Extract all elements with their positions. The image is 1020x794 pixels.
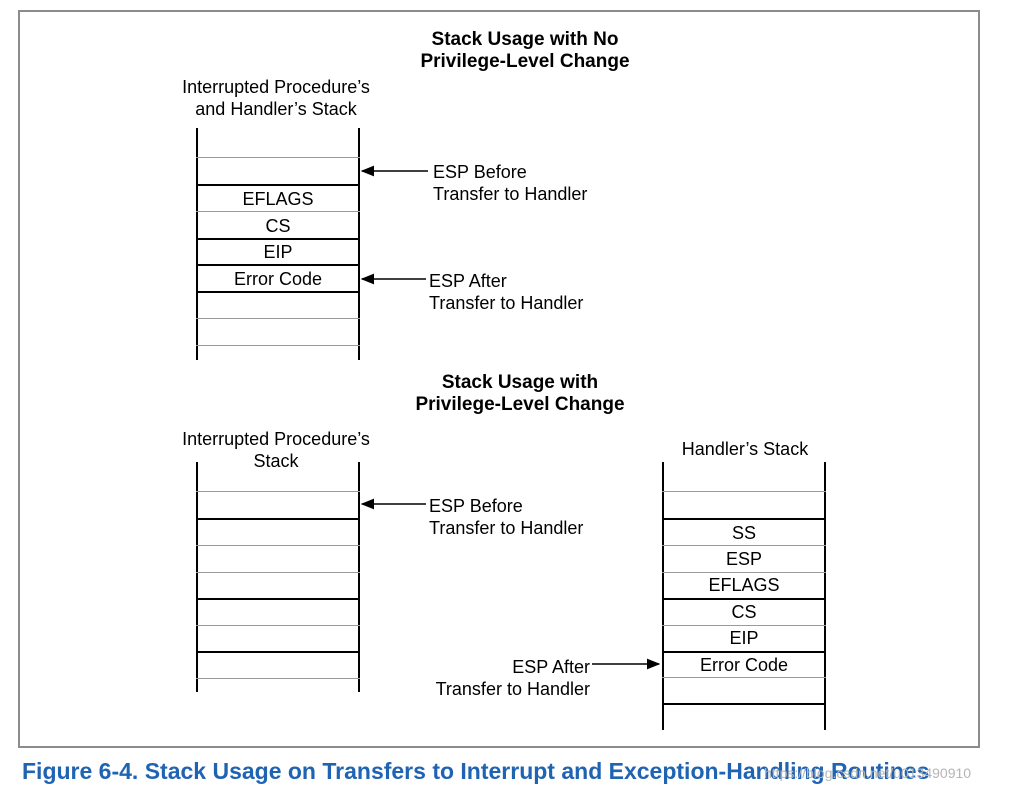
stack-entry-esp: ESP	[725, 549, 763, 569]
stack-rail-left	[196, 128, 198, 360]
stack-divider	[662, 625, 826, 626]
section-title-no-change: Stack Usage with No Privilege-Level Chan…	[380, 29, 670, 73]
stack-divider	[662, 518, 826, 520]
annotation-line: ESP After	[429, 271, 507, 291]
stack-divider	[196, 184, 360, 186]
stack-divider	[662, 677, 826, 678]
stack-divider	[662, 651, 826, 653]
section-title-with-change: Stack Usage with Privilege-Level Change	[375, 372, 665, 416]
stack-divider	[196, 572, 360, 573]
annotation-line: Transfer to Handler	[435, 679, 590, 699]
stack-header-no-change: Interrupted Procedure’s and Handler’s St…	[150, 76, 402, 120]
stack-divider	[196, 598, 360, 600]
stack-divider	[196, 545, 360, 546]
stack-divider	[662, 491, 826, 492]
stack-entry-eflags: EFLAGS	[242, 189, 314, 209]
stack-divider	[196, 345, 360, 346]
stack-header-line: Handler’s Stack	[681, 439, 809, 459]
annotation-line: Transfer to Handler	[429, 293, 584, 313]
stack-divider	[196, 238, 360, 240]
stack-rail-right	[358, 462, 360, 692]
stack-divider	[196, 678, 360, 679]
stack-divider	[196, 625, 360, 626]
annotation-esp-before-2: ESP Before Transfer to Handler	[429, 495, 583, 539]
stack-divider	[196, 318, 360, 319]
annotation-line: Transfer to Handler	[429, 518, 584, 538]
annotation-line: ESP After	[512, 657, 590, 677]
section-title-line: Stack Usage with No	[431, 29, 619, 50]
annotation-esp-after-2: ESP After Transfer to Handler	[410, 656, 590, 700]
stack-handler: SS ESP EFLAGS CS EIP Error Code	[662, 462, 826, 730]
stack-divider	[196, 491, 360, 492]
section-title-line: Privilege-Level Change	[415, 394, 625, 415]
figure-caption: Figure 6-4. Stack Usage on Transfers to …	[22, 758, 930, 784]
section-title-line: Privilege-Level Change	[420, 51, 630, 72]
stack-divider	[196, 264, 360, 266]
stack-divider	[196, 651, 360, 653]
section-title-line: Stack Usage with	[441, 372, 599, 393]
stack-divider	[196, 157, 360, 158]
stack-entry-eip: EIP	[263, 242, 293, 262]
annotation-esp-before-1: ESP Before Transfer to Handler	[433, 161, 587, 205]
stack-interrupted	[196, 462, 360, 692]
stack-divider	[196, 518, 360, 520]
stack-entry-error-code: Error Code	[233, 269, 323, 289]
annotation-line: Transfer to Handler	[433, 184, 588, 204]
annotation-esp-after-1: ESP After Transfer to Handler	[429, 270, 583, 314]
stack-divider	[196, 291, 360, 293]
stack-header-handler: Handler’s Stack	[645, 438, 845, 460]
figure-frame	[18, 10, 980, 748]
annotation-line: ESP Before	[433, 162, 527, 182]
stack-divider	[662, 598, 826, 600]
watermark-text: https://blog.csdn.net/u013490910	[764, 765, 972, 781]
stack-header-line: and Handler’s Stack	[195, 99, 357, 119]
stack-rail-left	[662, 462, 664, 730]
stack-divider	[196, 211, 360, 212]
stack-entry-eip: EIP	[729, 628, 759, 648]
stack-entry-cs: CS	[731, 602, 757, 622]
stack-divider	[662, 545, 826, 546]
stack-entry-eflags: EFLAGS	[708, 575, 780, 595]
stack-rail-right	[824, 462, 826, 730]
stack-rail-right	[358, 128, 360, 360]
stack-divider	[662, 572, 826, 573]
stack-no-change: EFLAGS CS EIP Error Code	[196, 128, 360, 360]
stack-header-interrupted: Interrupted Procedure’s Stack	[150, 428, 402, 472]
stack-header-line: Interrupted Procedure’s	[182, 77, 370, 97]
stack-header-line: Stack	[253, 451, 299, 471]
stack-divider	[662, 703, 826, 705]
stack-entry-error-code: Error Code	[699, 655, 789, 675]
stack-entry-cs: CS	[265, 216, 291, 236]
stack-rail-left	[196, 462, 198, 692]
annotation-line: ESP Before	[429, 496, 523, 516]
stack-header-line: Interrupted Procedure’s	[182, 429, 370, 449]
stack-entry-ss: SS	[731, 523, 756, 543]
